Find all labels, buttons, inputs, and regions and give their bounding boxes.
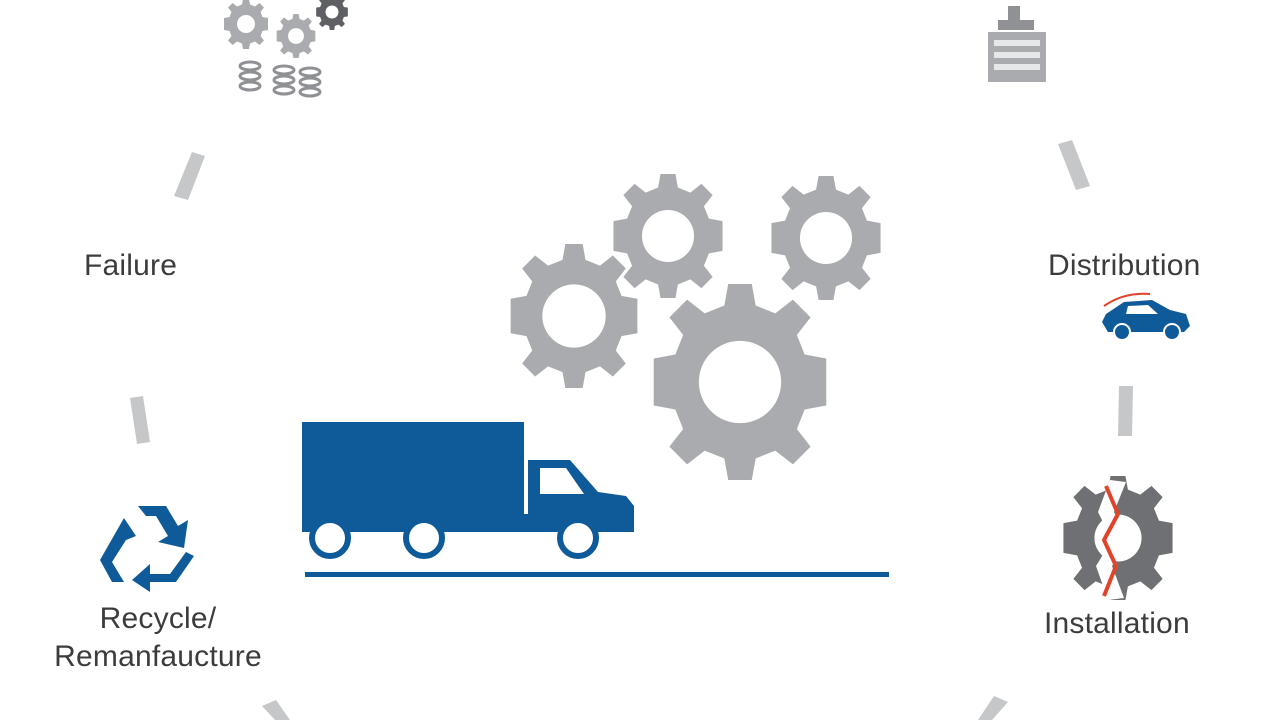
broken-gear-icon xyxy=(1063,476,1173,600)
recycle-icon xyxy=(100,506,194,592)
stage-label-recycle: Recycle/ Remanfaucture xyxy=(38,600,278,676)
arc-dash xyxy=(1058,140,1090,190)
car-icon xyxy=(1102,292,1190,341)
cash-register-icon xyxy=(988,6,1046,82)
stage-label-recycle-line1: Recycle/ xyxy=(99,602,217,635)
gears-and-coins-icon xyxy=(224,0,348,98)
delivery-truck-icon xyxy=(302,422,889,577)
gears-icon xyxy=(510,174,881,480)
stage-label-distribution: Distribution xyxy=(1048,249,1201,282)
stage-label-failure: Failure xyxy=(84,249,178,282)
stage-label-installation: Installation xyxy=(1044,607,1190,640)
road-line xyxy=(305,572,889,577)
stage-label-recycle-line2: Remanfaucture xyxy=(54,640,262,673)
arc-dash xyxy=(262,700,290,720)
arc-dash xyxy=(174,152,205,200)
arc-dash xyxy=(130,396,150,444)
cycle-arc xyxy=(130,140,1133,720)
arc-dash xyxy=(1118,386,1133,436)
arc-dash xyxy=(978,696,1008,720)
